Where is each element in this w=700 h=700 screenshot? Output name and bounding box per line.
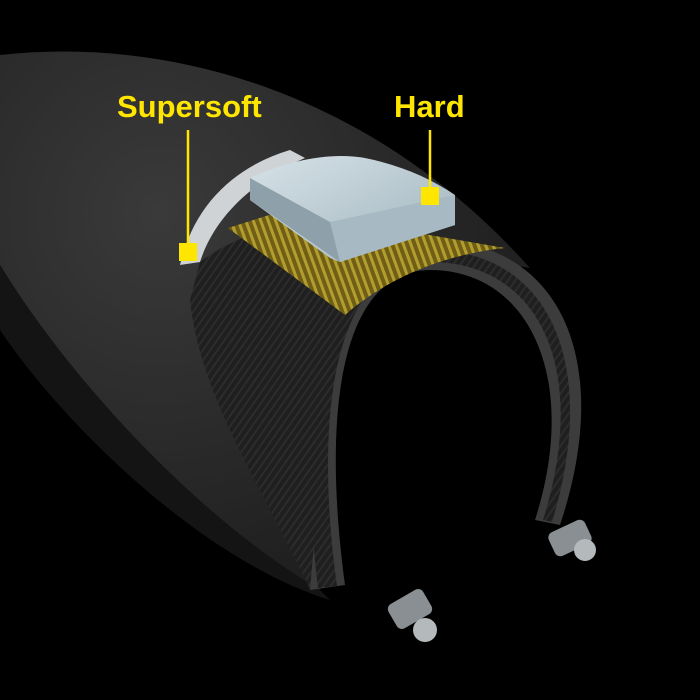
bead-wire-left [387, 589, 437, 642]
hard-block-front [330, 195, 455, 262]
hard-block-side [250, 178, 340, 262]
supersoft-marker [179, 243, 197, 261]
fabric-breaker [228, 210, 505, 315]
hard-label: Hard [394, 89, 465, 124]
casing-face [190, 228, 500, 590]
supersoft-cut-face [180, 150, 305, 265]
supersoft-label: Supersoft [117, 89, 262, 124]
bead-wire-right [548, 519, 596, 561]
hard-marker [421, 187, 439, 205]
